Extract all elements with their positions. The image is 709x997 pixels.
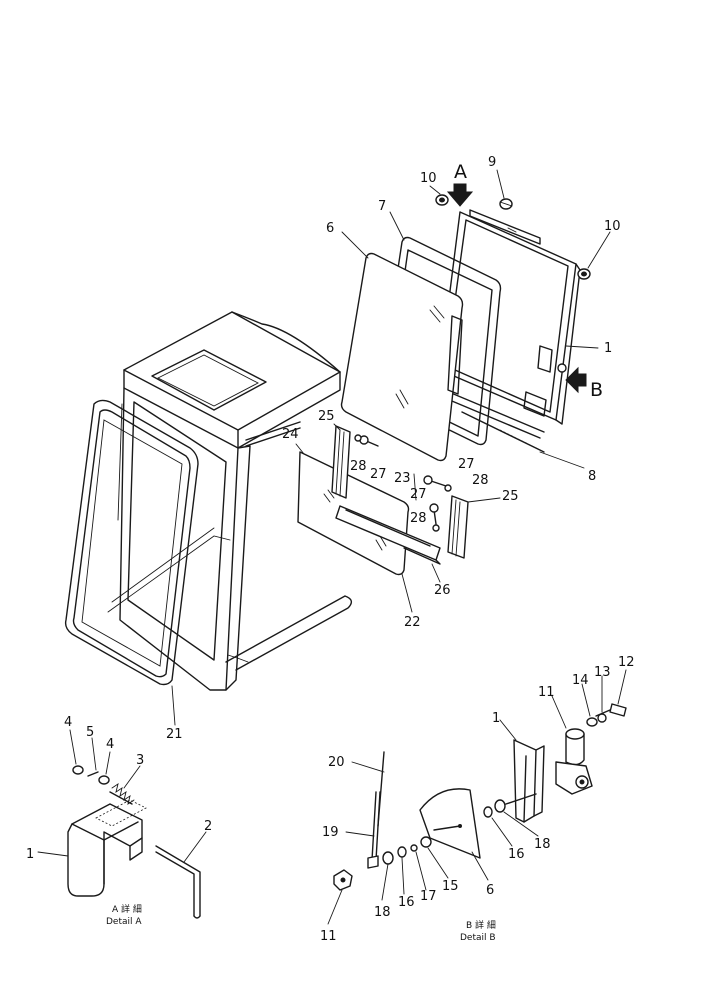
callout-b-16-right: 16 (508, 847, 525, 862)
callout-22: 22 (404, 615, 421, 630)
nut-9 (499, 198, 513, 210)
callout-a-5: 5 (86, 725, 94, 740)
leader-lines-main (171, 169, 611, 726)
callout-28-b: 28 (472, 473, 489, 488)
bolt-27-b (423, 475, 452, 492)
view-label-b: B (590, 379, 603, 401)
callouts-main: 10 9 7 6 10 1 8 25 24 28 27 23 27 28 27 … (166, 155, 621, 742)
window-glass-6 (340, 252, 464, 462)
callout-b-15: 15 (442, 879, 459, 894)
callout-25-right: 25 (502, 489, 519, 504)
window-frame-1 (439, 209, 581, 439)
bolt-27-c (429, 503, 440, 532)
callout-27-b: 27 (458, 457, 475, 472)
callout-1-frame: 1 (604, 341, 612, 356)
caption-detail-b-en: Detail B (460, 933, 496, 943)
callout-b-16-left: 16 (398, 895, 415, 910)
callout-a-3: 3 (136, 753, 144, 768)
callout-9: 9 (488, 155, 496, 170)
callout-b-11-top: 11 (538, 685, 555, 700)
callout-25-left: 25 (318, 409, 335, 424)
rail-25-left (331, 425, 351, 499)
detail-b (327, 669, 627, 925)
callout-b-12: 12 (618, 655, 635, 670)
nut-10-left (435, 194, 449, 206)
callout-b-1: 1 (492, 711, 500, 726)
callout-b-17: 17 (420, 889, 437, 904)
callouts-detail-b: 12 13 14 11 1 20 19 18 16 6 15 17 16 18 … (320, 655, 635, 944)
cab-body (107, 311, 353, 691)
callout-b-13: 13 (594, 665, 611, 680)
callout-b-18-right: 18 (534, 837, 551, 852)
callout-b-14: 14 (572, 673, 589, 688)
callout-27-c: 27 (410, 487, 427, 502)
callout-10-right: 10 (604, 219, 621, 234)
callouts-detail-a: 4 5 4 3 2 1 A 詳 細 Detail A (26, 715, 212, 927)
callout-10-left: 10 (420, 171, 437, 186)
callout-27-a: 27 (370, 467, 387, 482)
callout-b-19: 19 (322, 825, 339, 840)
callout-b-18-left: 18 (374, 905, 391, 920)
callout-21: 21 (166, 727, 183, 742)
callout-b-11-bottom: 11 (320, 929, 337, 944)
callout-b-6: 6 (486, 883, 494, 898)
view-label-a: A (454, 161, 467, 183)
callout-28-a: 28 (350, 459, 367, 474)
bolt-27-a (354, 434, 379, 447)
view-arrow-b (565, 366, 587, 394)
callout-8: 8 (588, 469, 596, 484)
callout-23: 23 (394, 471, 411, 486)
view-arrow-a (446, 183, 474, 207)
callout-b-20: 20 (328, 755, 345, 770)
caption-detail-b-jp: B 詳 細 (466, 919, 496, 931)
callout-6: 6 (326, 221, 334, 236)
rod-8 (461, 411, 545, 453)
rail-25-right (447, 495, 469, 559)
window-seal-21 (64, 399, 199, 686)
channel-26 (335, 505, 441, 565)
callout-a-4-left: 4 (64, 715, 72, 730)
caption-detail-a-en: Detail A (106, 917, 142, 927)
callout-a-1: 1 (26, 847, 34, 862)
callout-24: 24 (282, 427, 299, 442)
callout-a-4-right: 4 (106, 737, 114, 752)
callout-26: 26 (434, 583, 451, 598)
detail-a (37, 729, 207, 919)
caption-detail-a-jp: A 詳 細 (112, 903, 142, 915)
callout-a-2: 2 (204, 819, 212, 834)
callout-28-c: 28 (410, 511, 427, 526)
nut-10-right (577, 268, 591, 280)
callout-7: 7 (378, 199, 386, 214)
